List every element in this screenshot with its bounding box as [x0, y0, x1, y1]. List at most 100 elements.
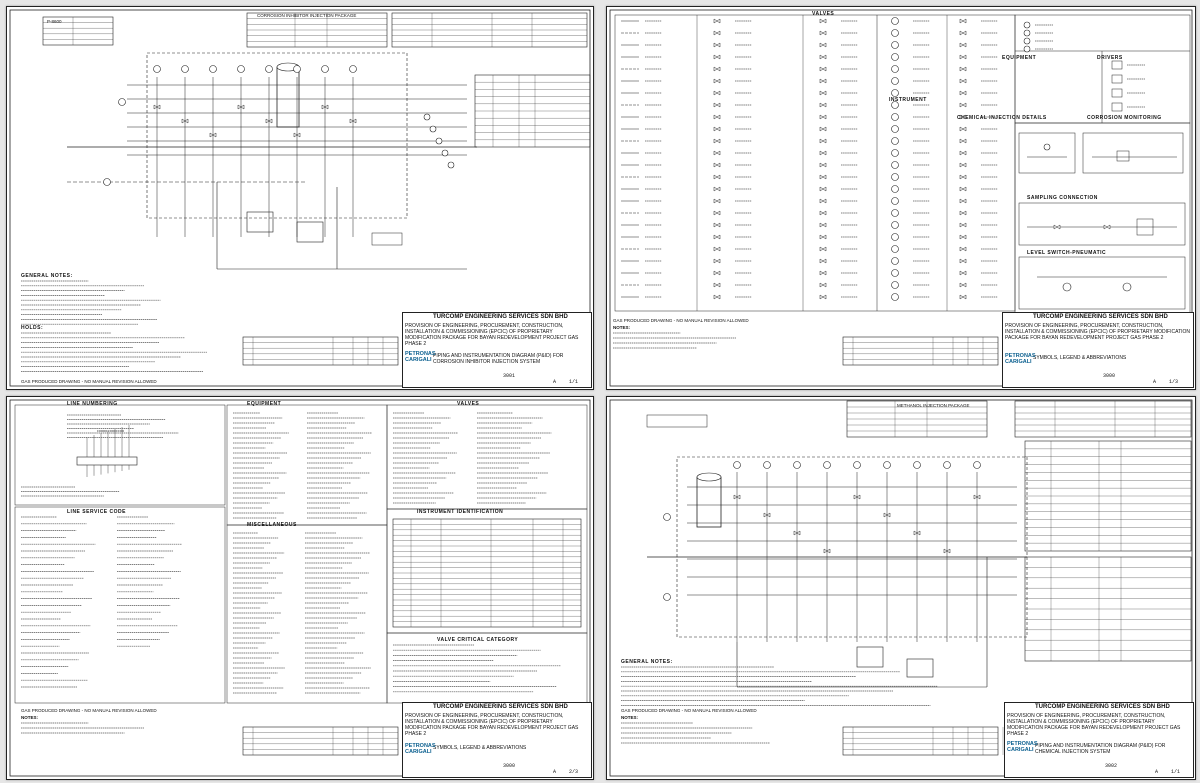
title-block: TURCOMP ENGINEERING SERVICES SDN BHD PRO… — [1004, 702, 1194, 778]
valve-symbol — [819, 150, 827, 156]
valve-symbol — [819, 234, 827, 240]
instrument-bubble — [447, 161, 455, 169]
valve-symbol — [823, 548, 831, 554]
instrument-bubble — [891, 113, 899, 121]
valve-symbol — [733, 494, 741, 500]
valve-symbol — [321, 104, 329, 110]
valve-symbol — [959, 66, 967, 72]
instrument-bubble — [891, 257, 899, 265]
instrument-bubble — [913, 461, 921, 469]
valve-symbol — [763, 512, 771, 518]
section-instrument-id: INSTRUMENT IDENTIFICATION — [417, 509, 504, 515]
instrument-bubble — [891, 41, 899, 49]
valve-symbol — [959, 246, 967, 252]
valve-symbol — [819, 126, 827, 132]
box — [696, 476, 722, 528]
project-title: PROVISION OF ENGINEERING, PROCUREMENT, C… — [1005, 323, 1191, 341]
box — [1014, 14, 1191, 124]
valve-symbol — [713, 150, 721, 156]
title-block: TURCOMP ENGINEERING SERVICES SDN BHD PRO… — [402, 702, 592, 778]
box — [14, 506, 226, 704]
box — [1082, 132, 1184, 174]
company-name: TURCOMP ENGINEERING SERVICES SDN BHD — [433, 314, 568, 320]
notes-heading: NOTES: — [21, 715, 39, 720]
notes-heading: GENERAL NOTES: — [21, 273, 73, 279]
instrument-bubble — [891, 293, 899, 301]
valve-symbol — [973, 494, 981, 500]
valve-symbol — [713, 18, 721, 24]
section-equipment: EQUIPMENT — [1002, 55, 1037, 61]
box — [386, 508, 588, 634]
instrument-bubble — [891, 245, 899, 253]
instrument-bubble — [103, 178, 111, 186]
valve-symbol — [153, 104, 161, 110]
instrument-bubble — [891, 77, 899, 85]
valve-symbol — [959, 126, 967, 132]
section-corrosion: CORROSION MONITORING — [1087, 115, 1162, 121]
sheet-number: 1/1 — [569, 379, 579, 385]
equipment-name: CORROSION INHIBITOR INJECTION PACKAGE — [257, 13, 357, 18]
client-logo: PETRONAS CARIGALI — [405, 743, 436, 755]
footer-note: GAS PRODUCED DRAWING - NO MANUAL REVISIO… — [21, 708, 157, 713]
instrument-bubble — [441, 149, 449, 157]
box — [246, 211, 274, 233]
section-valve-critical: VALVE CRITICAL CATEGORY — [437, 637, 519, 643]
instrument-bubble — [891, 281, 899, 289]
holds-heading: HOLDS: — [21, 325, 44, 331]
vessel-head — [696, 472, 722, 482]
valve-symbol — [713, 198, 721, 204]
project-title: PROVISION OF ENGINEERING, PROCUREMENT, C… — [405, 713, 579, 737]
box — [1014, 122, 1191, 314]
drawing-title: PIPING AND INSTRUMENTATION DIAGRAM (P&ID… — [1035, 743, 1166, 755]
box — [14, 404, 226, 506]
instrument-bubble — [429, 125, 437, 133]
abbrev-drawing-area — [9, 399, 591, 777]
instrument-bubble — [1062, 282, 1072, 292]
valve-symbol — [713, 294, 721, 300]
section-drivers: DRIVERS — [1097, 55, 1123, 61]
instrument-bubble — [1023, 21, 1031, 29]
instrument-bubble — [891, 125, 899, 133]
section-chemical-injection: CHEMICAL INJECTION DETAILS — [957, 115, 1047, 121]
instrument-bubble — [423, 113, 431, 121]
valve-symbol — [713, 222, 721, 228]
box — [386, 404, 588, 510]
section-instrument: INSTRUMENT — [889, 97, 927, 103]
valve-symbol — [959, 234, 967, 240]
valve-symbol — [265, 118, 273, 124]
valve-symbol — [959, 186, 967, 192]
valve-symbol — [959, 174, 967, 180]
instrument-bubble — [209, 65, 217, 73]
instrument-bubble — [349, 65, 357, 73]
valve-symbol — [793, 530, 801, 536]
box — [906, 658, 934, 678]
valve-symbol — [819, 174, 827, 180]
box — [1111, 74, 1123, 84]
sheet-number: 1/3 — [1169, 379, 1179, 385]
valve-symbol — [713, 210, 721, 216]
section-sampling: SAMPLING CONNECTION — [1027, 195, 1098, 201]
valve-symbol — [713, 162, 721, 168]
box — [842, 726, 999, 756]
instrument-bubble — [663, 513, 671, 521]
box — [1111, 88, 1123, 98]
box — [371, 232, 403, 246]
instrument-bubble — [823, 461, 831, 469]
box — [1116, 150, 1130, 162]
project-title: PROVISION OF ENGINEERING, PROCUREMENT, C… — [1007, 713, 1181, 737]
box — [1018, 256, 1186, 310]
valve-symbol — [713, 30, 721, 36]
revision: A — [1153, 379, 1157, 385]
valve-symbol — [959, 78, 967, 84]
valve-symbol — [959, 18, 967, 24]
section-miscellaneous: MISCELLANEOUS — [247, 522, 297, 528]
instrument-bubble — [891, 233, 899, 241]
drawing-number: 3000 — [503, 763, 516, 769]
instrument-bubble — [891, 221, 899, 229]
valve-symbol — [713, 66, 721, 72]
valve-symbol — [959, 150, 967, 156]
valve-symbol — [713, 114, 721, 120]
valve-symbol — [1053, 224, 1061, 230]
valve-symbol — [959, 54, 967, 60]
valve-symbol — [209, 132, 217, 138]
